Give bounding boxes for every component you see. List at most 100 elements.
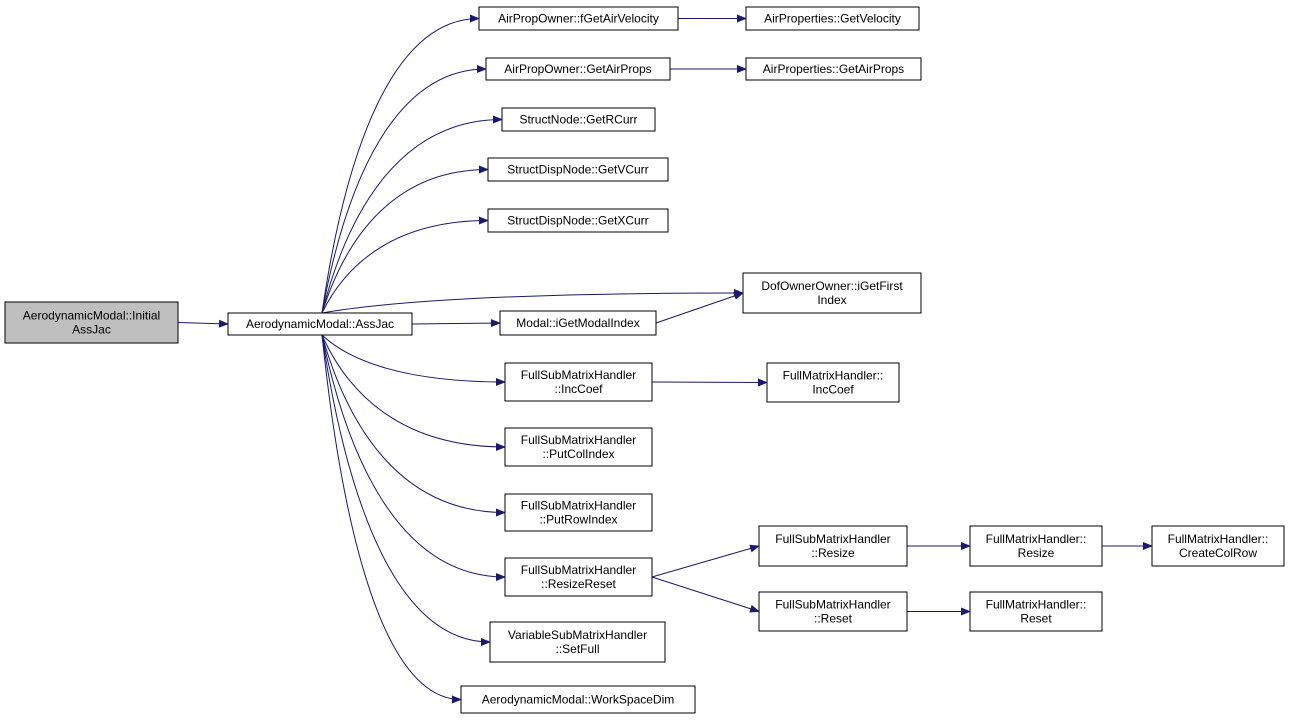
node-label-full_reset-line-0: FullMatrixHandler:: xyxy=(986,598,1087,612)
node-label-sub_inccoef-line-0: FullSubMatrixHandler xyxy=(521,368,636,382)
node-box-get_xcurr[interactable] xyxy=(487,208,669,233)
edge-assjac-to-put_col_index xyxy=(321,334,506,451)
edge-assjac-to-put_row_index xyxy=(321,334,506,517)
node-get_vcurr[interactable]: StructDispNode::GetVCurr xyxy=(487,157,669,182)
node-label-resize_reset-line-1: ::ResizeReset xyxy=(541,577,616,591)
node-label-sub_reset-line-1: ::Reset xyxy=(814,612,853,626)
node-label-workspace_dim-line-0: AerodynamicModal::WorkSpaceDim xyxy=(482,693,675,707)
node-get_air_props_owner[interactable]: AirPropOwner::GetAirProps xyxy=(485,57,671,81)
node-label-get_velocity-line-0: AirProperties::GetVelocity xyxy=(764,12,901,26)
node-box-initial_assjac[interactable] xyxy=(4,301,179,344)
edge-assjac-to-get_vcurr xyxy=(321,165,489,314)
node-put_row_index[interactable]: FullSubMatrixHandler::PutRowIndex xyxy=(504,493,653,532)
node-assjac[interactable]: AerodynamicModal::AssJac xyxy=(227,312,413,336)
node-label-sub_inccoef-line-1: ::IncCoef xyxy=(554,382,603,396)
node-label-initial_assjac-line-1: AssJac xyxy=(72,323,111,337)
node-iget_modal_index[interactable]: Modal::iGetModalIndex xyxy=(499,310,657,336)
node-label-put_col_index-line-0: FullSubMatrixHandler xyxy=(521,433,636,447)
node-label-full_resize-line-0: FullMatrixHandler:: xyxy=(986,532,1087,546)
node-box-full_inccoef[interactable] xyxy=(766,362,900,403)
node-box-sub_reset[interactable] xyxy=(758,591,908,632)
edge-assjac-to-fget_air_velocity xyxy=(321,14,480,314)
node-label-get_air_props-line-0: AirProperties::GetAirProps xyxy=(763,62,904,76)
node-box-get_air_props[interactable] xyxy=(745,57,922,81)
node-label-assjac-line-0: AerodynamicModal::AssJac xyxy=(246,317,394,331)
node-box-workspace_dim[interactable] xyxy=(460,685,696,714)
node-label-iget_first_index-line-0: DofOwnerOwner::iGetFirst xyxy=(761,279,903,293)
node-label-sub_reset-line-0: FullSubMatrixHandler xyxy=(775,598,890,612)
node-label-put_row_index-line-0: FullSubMatrixHandler xyxy=(521,499,636,513)
node-box-put_row_index[interactable] xyxy=(504,493,653,532)
node-label-get_vcurr-line-0: StructDispNode::GetVCurr xyxy=(507,163,648,177)
node-box-create_col_row[interactable] xyxy=(1151,525,1285,567)
node-label-initial_assjac-line-0: AerodynamicModal::Initial xyxy=(23,309,160,323)
edge-assjac-to-resize_reset xyxy=(321,334,506,581)
node-label-get_air_props_owner-line-0: AirPropOwner::GetAirProps xyxy=(504,62,651,76)
edge-assjac-to-sub_inccoef xyxy=(321,334,506,386)
node-label-put_col_index-line-1: ::PutColIndex xyxy=(542,447,614,461)
edge-assjac-to-get_rcurr xyxy=(321,115,503,314)
node-label-get_rcurr-line-0: StructNode::GetRCurr xyxy=(519,113,637,127)
node-box-get_vcurr[interactable] xyxy=(487,157,669,182)
node-label-full_inccoef-line-0: FullMatrixHandler:: xyxy=(783,369,884,383)
node-label-iget_first_index-line-1: Index xyxy=(817,293,846,307)
node-label-resize_reset-line-0: FullSubMatrixHandler xyxy=(521,563,636,577)
node-box-get_velocity[interactable] xyxy=(745,6,920,31)
node-label-full_inccoef-line-1: IncCoef xyxy=(812,383,854,397)
node-box-fget_air_velocity[interactable] xyxy=(478,6,679,31)
edges-layer xyxy=(177,14,1153,704)
node-get_velocity[interactable]: AirProperties::GetVelocity xyxy=(745,6,920,31)
node-full_resize[interactable]: FullMatrixHandler::Resize xyxy=(969,525,1103,567)
edge-assjac-to-set_full xyxy=(321,334,491,646)
edge-assjac-to-workspace_dim xyxy=(321,334,462,704)
node-resize_reset[interactable]: FullSubMatrixHandler::ResizeReset xyxy=(504,557,653,597)
node-sub_inccoef[interactable]: FullSubMatrixHandler::IncCoef xyxy=(504,362,653,402)
edge-assjac-to-get_air_props_owner xyxy=(321,65,487,314)
node-label-create_col_row-line-0: FullMatrixHandler:: xyxy=(1168,532,1269,546)
node-label-set_full-line-0: VariableSubMatrixHandler xyxy=(508,628,647,642)
node-workspace_dim[interactable]: AerodynamicModal::WorkSpaceDim xyxy=(460,685,696,714)
node-box-full_reset[interactable] xyxy=(969,591,1103,632)
edge-sub_inccoef-to-full_inccoef xyxy=(651,378,768,387)
node-box-set_full[interactable] xyxy=(489,621,666,663)
node-box-sub_inccoef[interactable] xyxy=(504,362,653,402)
node-label-full_resize-line-1: Resize xyxy=(1018,546,1055,560)
node-create_col_row[interactable]: FullMatrixHandler::CreateColRow xyxy=(1151,525,1285,567)
node-box-iget_first_index[interactable] xyxy=(742,272,922,314)
node-sub_resize[interactable]: FullSubMatrixHandler::Resize xyxy=(758,525,908,567)
node-box-iget_modal_index[interactable] xyxy=(499,310,657,336)
node-box-full_resize[interactable] xyxy=(969,525,1103,567)
node-label-create_col_row-line-1: CreateColRow xyxy=(1179,546,1257,560)
node-get_air_props[interactable]: AirProperties::GetAirProps xyxy=(745,57,922,81)
node-label-put_row_index-line-1: ::PutRowIndex xyxy=(539,513,617,527)
node-label-iget_modal_index-line-0: Modal::iGetModalIndex xyxy=(516,316,639,330)
node-get_xcurr[interactable]: StructDispNode::GetXCurr xyxy=(487,208,669,233)
node-box-resize_reset[interactable] xyxy=(504,557,653,597)
node-full_inccoef[interactable]: FullMatrixHandler::IncCoef xyxy=(766,362,900,403)
node-box-put_col_index[interactable] xyxy=(504,427,653,467)
node-label-sub_resize-line-0: FullSubMatrixHandler xyxy=(775,532,890,546)
edge-assjac-to-iget_modal_index xyxy=(411,319,501,328)
edge-resize_reset-to-sub_resize xyxy=(651,544,760,578)
node-box-assjac[interactable] xyxy=(227,312,413,336)
node-label-set_full-line-1: ::SetFull xyxy=(555,642,599,656)
node-label-fget_air_velocity-line-0: AirPropOwner::fGetAirVelocity xyxy=(498,12,659,26)
node-sub_reset[interactable]: FullSubMatrixHandler::Reset xyxy=(758,591,908,632)
node-label-sub_resize-line-1: ::Resize xyxy=(811,546,855,560)
node-put_col_index[interactable]: FullSubMatrixHandler::PutColIndex xyxy=(504,427,653,467)
edge-resize_reset-to-sub_reset xyxy=(651,576,760,613)
node-set_full[interactable]: VariableSubMatrixHandler::SetFull xyxy=(489,621,666,663)
node-label-full_reset-line-1: Reset xyxy=(1020,612,1052,626)
node-box-sub_resize[interactable] xyxy=(758,525,908,567)
node-box-get_rcurr[interactable] xyxy=(501,107,656,132)
node-box-get_air_props_owner[interactable] xyxy=(485,57,671,81)
node-get_rcurr[interactable]: StructNode::GetRCurr xyxy=(501,107,656,132)
edge-assjac-to-iget_first_index xyxy=(321,289,744,314)
edge-initial_assjac-to-assjac xyxy=(177,319,229,328)
node-fget_air_velocity[interactable]: AirPropOwner::fGetAirVelocity xyxy=(478,6,679,31)
node-full_reset[interactable]: FullMatrixHandler::Reset xyxy=(969,591,1103,632)
